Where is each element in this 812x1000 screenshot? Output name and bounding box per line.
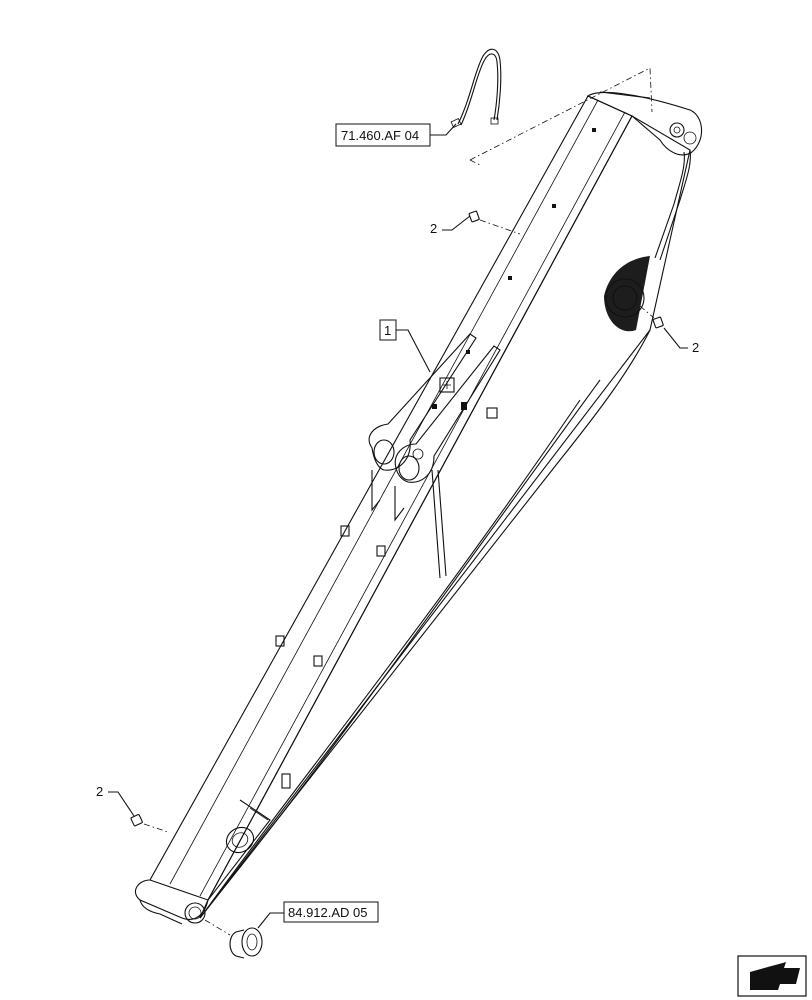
- item-label-2-bottom[interactable]: 2: [96, 784, 135, 817]
- hose-assembly: [450, 48, 502, 128]
- item-label-2-top-text: 2: [430, 221, 437, 236]
- item-label-2-top[interactable]: 2: [430, 215, 471, 236]
- ref-label-bushing[interactable]: 84.912.AD 05: [257, 901, 379, 929]
- grease-nipple-right: [639, 305, 664, 329]
- hose-guide-line: [469, 67, 653, 161]
- item-label-1-text: 1: [384, 323, 391, 338]
- bushing: [204, 919, 263, 959]
- item-label-1[interactable]: 1: [379, 319, 431, 373]
- grease-nipple-bottom: [130, 814, 169, 833]
- boom: [135, 91, 703, 925]
- ref-label-bushing-text: 84.912.AD 05: [288, 905, 368, 920]
- grease-nipple-top: [468, 210, 521, 235]
- ref-label-hose-text: 71.460.AF 04: [341, 128, 419, 143]
- item-label-2-right-text: 2: [692, 340, 699, 355]
- ref-label-hose[interactable]: 71.460.AF 04: [335, 123, 457, 147]
- cylinder-bracket: [368, 333, 501, 522]
- item-label-2-right[interactable]: 2: [663, 327, 699, 355]
- next-page-arrow-icon[interactable]: [737, 955, 807, 997]
- item-label-2-bottom-text: 2: [96, 784, 103, 799]
